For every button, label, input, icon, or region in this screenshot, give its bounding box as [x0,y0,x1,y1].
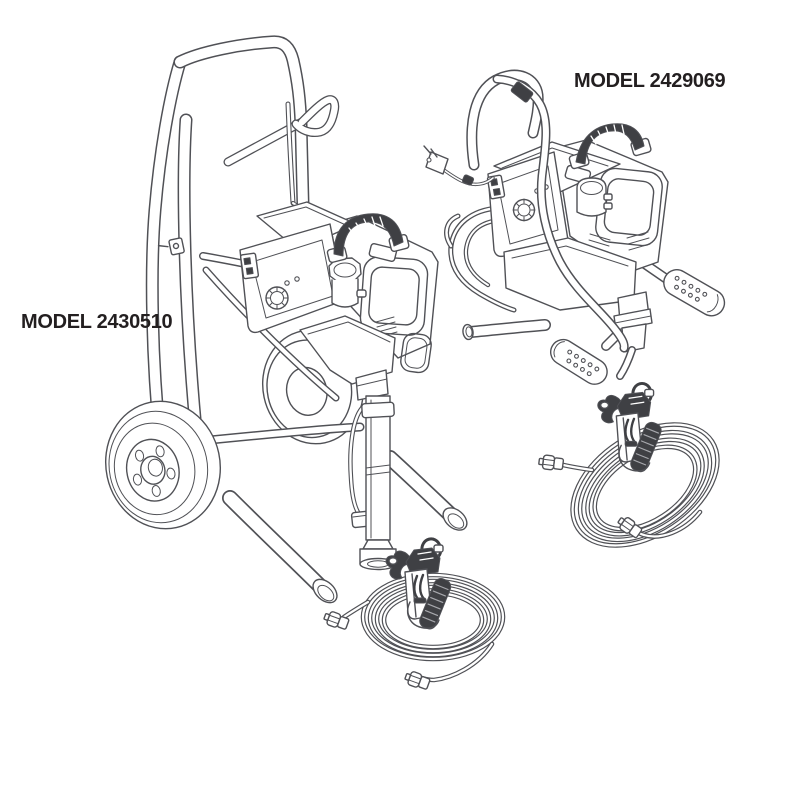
cart-leg-rear [390,458,468,531]
hose-fitting [537,453,565,472]
plug-prongs [423,145,438,158]
power-switch [239,252,260,280]
front-wheel [104,400,222,530]
pail-hook [400,332,432,374]
plug-body [425,151,449,175]
hose-ferrule [510,81,534,103]
spray-gun [384,537,455,633]
stand-leg-front [549,320,632,385]
pressure-knob [265,286,289,310]
cart-leg-front [230,498,338,604]
suction-tube [350,395,397,571]
grip-foot [549,338,608,385]
stand-leg-right [636,258,726,317]
carry-handle [326,213,410,264]
carry-handle [568,123,652,170]
power-switch [486,174,506,200]
paint-hose [497,79,624,348]
control-panel-face [239,223,346,334]
grip-foot [663,269,726,317]
hose-fitting [402,668,432,692]
stand-leg-rear [462,324,545,341]
power-cord-plug [423,145,495,187]
pressure-knob [512,198,536,222]
stand-sprayer-illustration [423,75,739,570]
vent-slots [375,316,398,338]
hose-fitting [321,608,351,632]
shroud-window [359,256,429,336]
cart-sprayer-illustration [104,42,503,692]
model-label-2429069: MODEL 2429069 [574,70,726,92]
frame-clamp [157,237,185,256]
motor-housing [239,201,439,401]
prime-valve [576,177,613,217]
model-label-2430510: MODEL 2430510 [21,311,173,333]
